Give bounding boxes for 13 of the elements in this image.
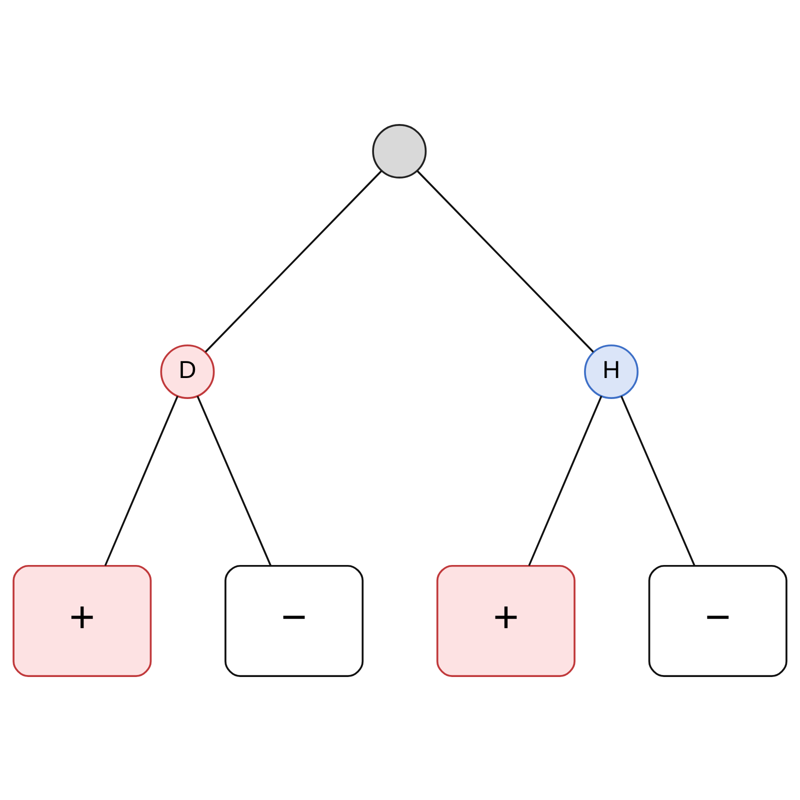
connector [416, 170, 594, 352]
connector [528, 395, 602, 566]
connector [196, 395, 272, 566]
node-circle: H [584, 344, 639, 398]
node-box: + [436, 564, 576, 677]
node-circle: D [160, 344, 215, 398]
node-box: + [12, 564, 152, 677]
node-circle [372, 123, 427, 178]
node-box: − [224, 564, 364, 677]
node-box: − [648, 564, 788, 677]
connector [204, 170, 382, 352]
connector [620, 395, 696, 566]
connector [104, 395, 178, 566]
